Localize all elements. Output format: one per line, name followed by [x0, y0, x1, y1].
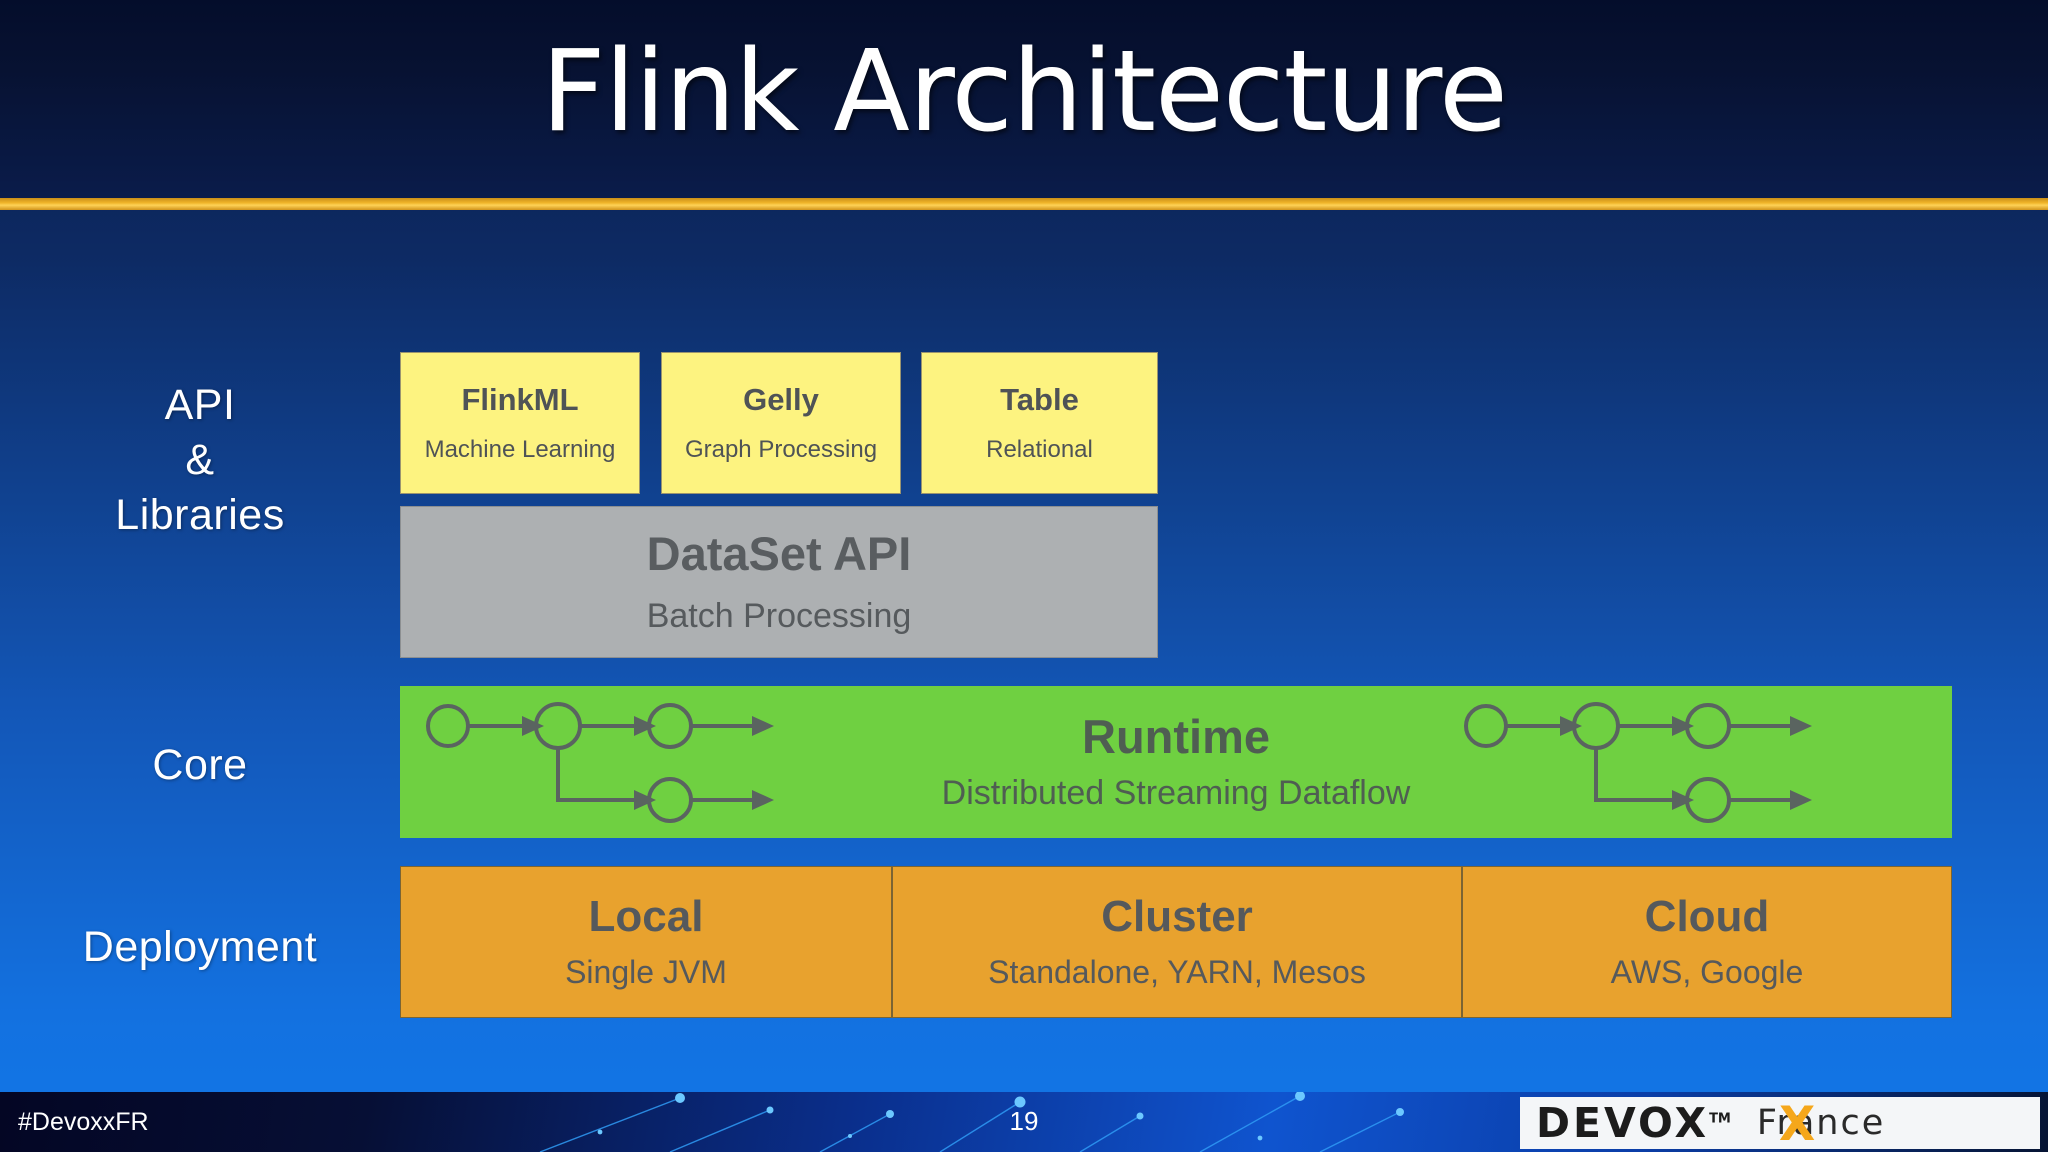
footer-decoration-graphic — [539, 1092, 1404, 1152]
devoxx-trademark-mark: TM — [1709, 1110, 1731, 1126]
devoxx-region-label: France — [1756, 1102, 1886, 1143]
deployment-box-local: Local Single JVM — [400, 866, 892, 1018]
dataset-api-title: DataSet API — [646, 527, 912, 581]
layer-label-api-line1: API — [164, 381, 236, 429]
layer-label-deployment: Deployment — [82, 923, 318, 971]
runtime-title: Runtime — [1082, 710, 1270, 764]
dataset-api-subtitle: Batch Processing — [646, 596, 912, 635]
deployment-box-cloud: Cloud AWS, Google — [1462, 866, 1952, 1018]
layer-label-api-line3: Libraries — [115, 491, 285, 540]
dataflow-graph-left-icon — [426, 702, 774, 823]
footer-hashtag: #DevoxxFR — [18, 1108, 149, 1136]
layer-label-core: Core — [152, 741, 248, 789]
page-title: Flink Architecture — [541, 27, 1508, 157]
layer-label-api-line2: & — [185, 436, 215, 485]
api-box-gelly-title: Gelly — [743, 382, 819, 418]
layer-label-api-libraries: API & Libraries — [20, 378, 380, 543]
title-band: Flink Architecture — [0, 0, 2048, 200]
runtime-text-group: Runtime Distributed Streaming Dataflow — [942, 712, 1411, 811]
api-box-table-title: Table — [1000, 382, 1079, 418]
deployment-local-title: Local — [588, 892, 704, 942]
runtime-subtitle: Distributed Streaming Dataflow — [941, 773, 1411, 812]
dataset-api-box: DataSet API Batch Processing — [400, 506, 1158, 658]
api-box-gelly: Gelly Graph Processing — [661, 352, 901, 494]
deployment-local-subtitle: Single JVM — [565, 954, 727, 991]
gold-divider-rule — [0, 198, 2048, 210]
api-box-flinkml: FlinkML Machine Learning — [400, 352, 640, 494]
dataflow-graph-right-icon — [1464, 702, 1812, 823]
devoxx-x-accent-icon: X — [1779, 1096, 1819, 1152]
deployment-box-cluster: Cluster Standalone, YARN, Mesos — [892, 866, 1462, 1018]
footer-page-number: 19 — [1009, 1106, 1039, 1136]
api-box-table: Table Relational — [921, 352, 1158, 494]
deployment-cloud-title: Cloud — [1644, 892, 1770, 942]
api-box-flinkml-title: FlinkML — [461, 382, 579, 418]
api-box-flinkml-subtitle: Machine Learning — [424, 435, 616, 463]
deployment-cluster-subtitle: Standalone, YARN, Mesos — [988, 954, 1366, 991]
api-box-table-subtitle: Relational — [986, 435, 1093, 463]
api-box-gelly-subtitle: Graph Processing — [684, 435, 878, 463]
devoxx-wordmark-text: DEVOX — [1536, 1098, 1710, 1147]
deployment-cluster-title: Cluster — [1101, 892, 1253, 942]
deployment-cloud-subtitle: AWS, Google — [1610, 954, 1804, 991]
